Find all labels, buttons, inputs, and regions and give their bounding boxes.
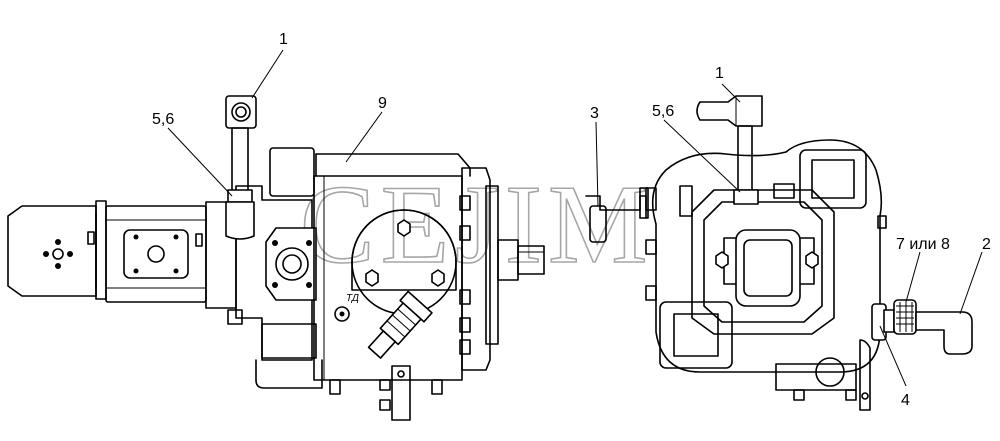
callout-left-fitting: 5,6 [152, 111, 174, 128]
leader-lines [167, 49, 983, 387]
left-pump-assembly: ТД [7, 95, 545, 421]
callout-right-plug: 7 или 8 [896, 236, 950, 253]
callout-right-lever: 2 [982, 236, 991, 253]
callout-left-body: 9 [378, 95, 387, 112]
callout-right-fitting: 5,6 [652, 103, 674, 120]
callout-left-hose: 1 [279, 31, 288, 48]
callout-right-pipe: 3 [590, 105, 599, 122]
callout-right-bracket: 4 [901, 392, 910, 409]
callout-right-hose: 1 [715, 65, 724, 82]
stamp-label: ТД [346, 293, 359, 304]
right-pump-assembly [585, 95, 973, 411]
